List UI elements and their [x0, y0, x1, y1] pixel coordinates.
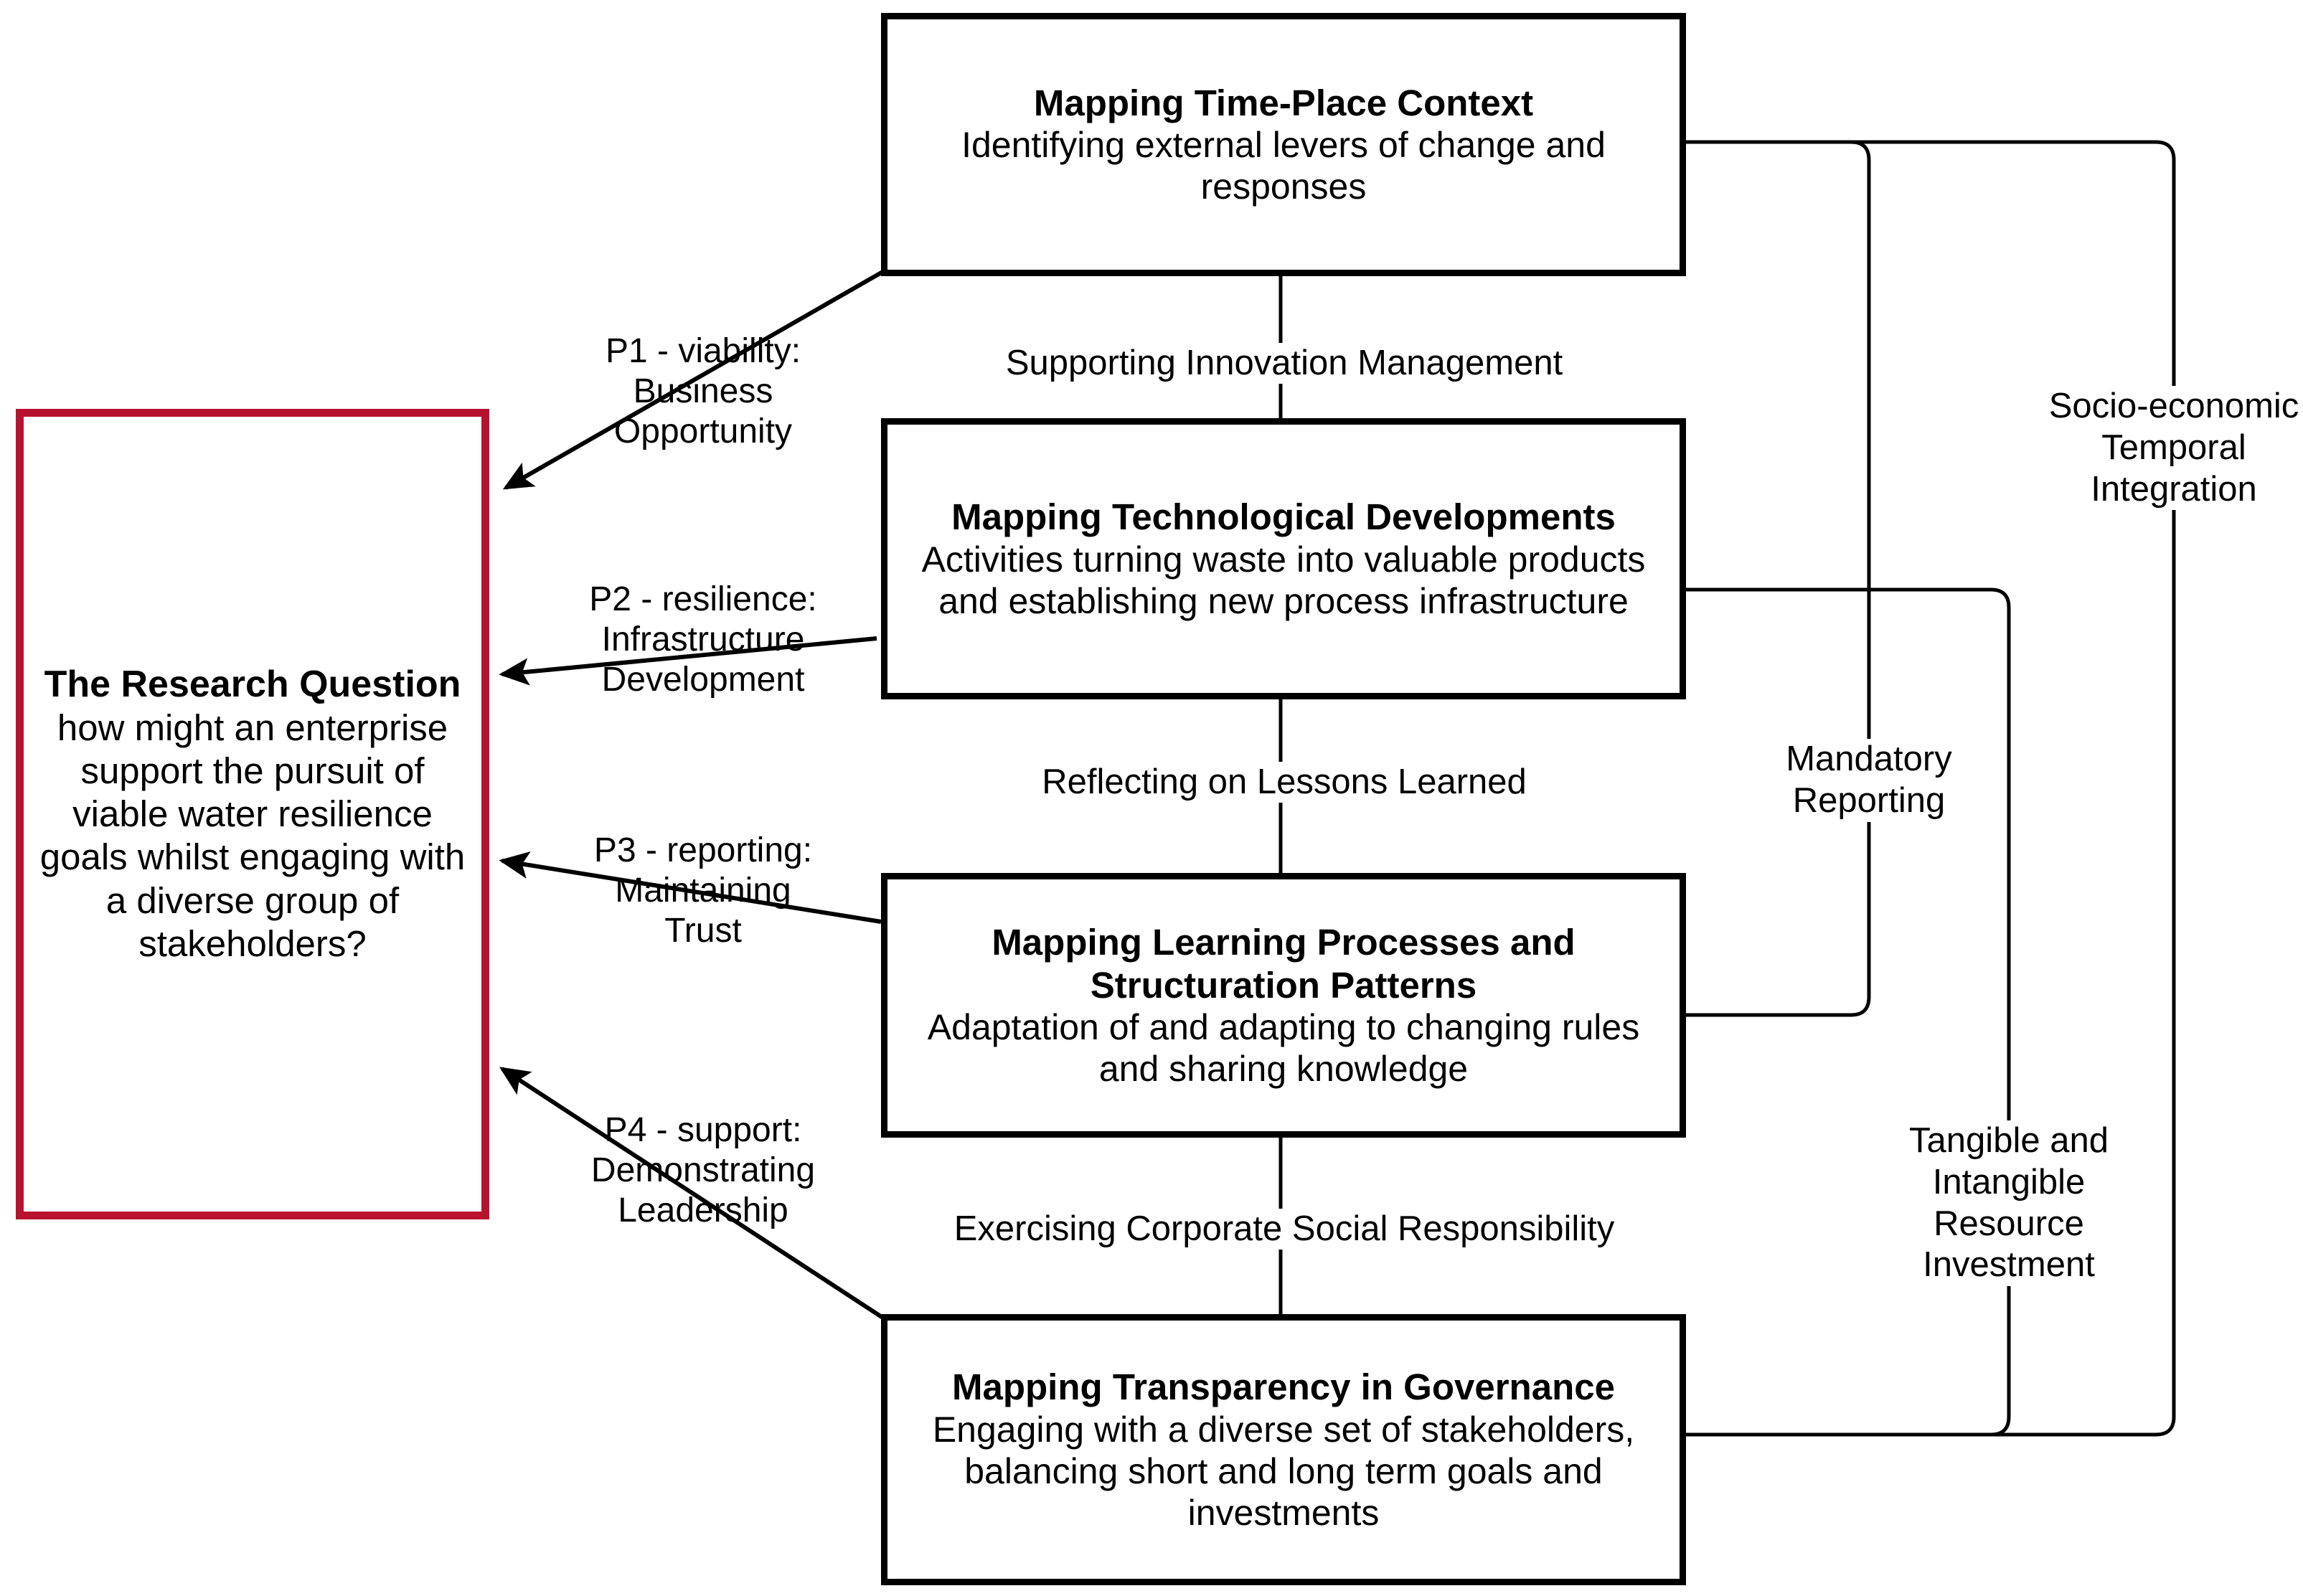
proposition-label-p1: P1 - viability: Business Opportunity [605, 332, 801, 451]
process-box-description: Engaging with a diverse set of stakehold… [932, 1409, 1635, 1533]
arrow-p3-to-research-question [499, 851, 882, 924]
process-box-title: Mapping Time-Place Context [1033, 82, 1534, 123]
proposition-label-p2: P2 - resilience: Infrastructure Developm… [589, 580, 817, 699]
process-box-description: Identifying external levers of change an… [961, 125, 1606, 207]
connector-mandatory-reporting [1685, 140, 1871, 1017]
arrow-p1-to-research-question [502, 269, 885, 490]
arrow-p2-to-research-question [499, 636, 877, 686]
edge-label-reflecting-on-lessons-learned: Reflecting on Lessons Learned [954, 762, 1614, 803]
process-box-learning-processes: Mapping Learning Processes and Structura… [881, 873, 1686, 1138]
process-box-title: Mapping Learning Processes and Structura… [992, 922, 1576, 1006]
side-label-tangible-intangible-resource-investment: Tangible and Intangible Resource Investm… [1880, 1120, 2138, 1287]
research-question-title: The Research Question [44, 664, 461, 706]
process-box-description: Adaptation of and adapting to changing r… [927, 1006, 1640, 1089]
edge-label-supporting-innovation-management: Supporting Innovation Management [954, 343, 1614, 384]
side-label-socio-economic-temporal-integration: Socio-economic Temporal Integration [2016, 386, 2303, 511]
proposition-label-p4: P4 - support: Demonstrating Leadership [590, 1111, 816, 1230]
process-box-time-place-context: Mapping Time-Place Context Identifying e… [881, 13, 1686, 276]
process-box-transparency-governance: Mapping Transparency in Governance Engag… [881, 1314, 1686, 1585]
process-box-description: Activities turning waste into valuable p… [921, 539, 1646, 621]
proposition-label-p3: P3 - reporting: Maintaining Trust [593, 831, 813, 950]
research-question-box: The Research Question how might an enter… [16, 409, 489, 1219]
connector-tangible-intangible-resource-investment [1685, 587, 2011, 1437]
process-box-title: Mapping Transparency in Governance [952, 1366, 1615, 1408]
side-label-mandatory-reporting: Mandatory Reporting [1743, 739, 1994, 822]
research-question-text: how might an enterprise support the purs… [39, 707, 466, 964]
connector-socio-economic-temporal-integration [1685, 140, 2176, 1437]
process-box-title: Mapping Technological Developments [951, 496, 1616, 538]
arrow-p4-to-research-question [499, 1067, 885, 1321]
process-box-technological-developments: Mapping Technological Developments Activ… [881, 418, 1686, 699]
edge-label-exercising-corporate-social-responsibility: Exercising Corporate Social Responsibili… [926, 1209, 1643, 1250]
